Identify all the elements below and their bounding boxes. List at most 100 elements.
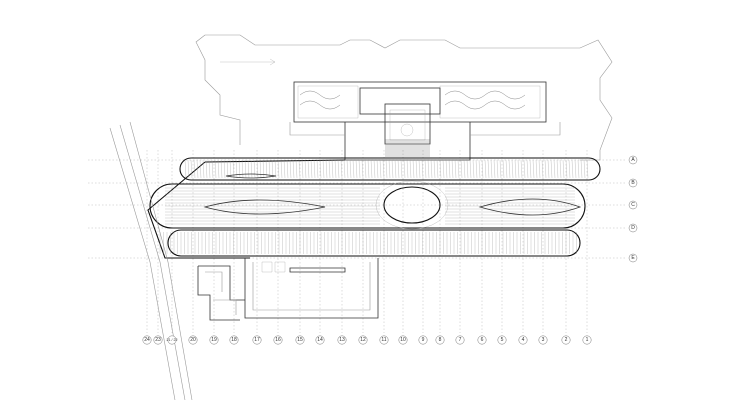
vault-hatch [430, 159, 433, 179]
vault-hatch [274, 159, 277, 179]
vault-hatch [556, 159, 559, 179]
vault-hatch [301, 159, 304, 179]
vault-hatch [433, 159, 436, 179]
vault-hatch [337, 159, 340, 179]
vault-hatch [280, 159, 283, 179]
column-axis-bubble: 16 [273, 335, 283, 345]
row-axis-bubble: E [628, 253, 638, 263]
vault-hatch [523, 159, 526, 179]
column-axis-label: 2 [565, 337, 568, 343]
vault-hatch [250, 159, 253, 179]
vault-hatch [586, 159, 589, 179]
column-axis-label: 8 [439, 337, 442, 343]
vault-hatch [457, 159, 460, 179]
column-axis-label: 18 [231, 337, 237, 343]
vault-hatch [289, 159, 292, 179]
column-axis-bubble: 18 [229, 335, 239, 345]
vault-hatch [517, 159, 520, 179]
vault-hatch [487, 159, 490, 179]
column-axis-label: 9 [422, 337, 425, 343]
column-axis-label: 3 [542, 337, 545, 343]
row-axis-bubble: C [628, 200, 638, 210]
vault-hatch [205, 159, 208, 179]
row-axis-bubble: A [628, 155, 638, 165]
column-axis-bubble: 11 [379, 335, 389, 345]
column-axis-label: 7 [459, 337, 462, 343]
vault-hatch [310, 159, 313, 179]
vault-hatch [196, 159, 199, 179]
vault-hatch [340, 159, 343, 179]
vault-hatch [538, 159, 541, 179]
vault-hatch [316, 159, 319, 179]
vault-hatch [502, 159, 505, 179]
column-axis-bubble: 21 / 22 [167, 335, 178, 345]
vault-hatch [259, 159, 262, 179]
vault-hatch [217, 159, 220, 179]
vault-hatch [397, 159, 400, 179]
vault-hatch [436, 159, 439, 179]
column-axis-bubble: 13 [337, 335, 347, 345]
column-axis-label: 23 [155, 337, 161, 343]
vault-hatch [235, 159, 238, 179]
vault-hatch [535, 159, 538, 179]
vault-hatch [319, 159, 322, 179]
column-axis-bubble: 10 [398, 335, 408, 345]
column-axis-bubble: 6 [477, 335, 487, 345]
vault-hatch [220, 159, 223, 179]
vault-hatch [307, 159, 310, 179]
vault-hatch [484, 159, 487, 179]
vault-hatch [547, 159, 550, 179]
vault-hatch [544, 159, 547, 179]
vault-hatch [463, 159, 466, 179]
vault-hatch [370, 159, 373, 179]
vault-hatch [211, 159, 214, 179]
vault-hatch [532, 159, 535, 179]
vault-hatch [505, 159, 508, 179]
vault-hatch [184, 159, 187, 179]
column-axis-bubble: 7 [455, 335, 465, 345]
vault-hatch [400, 159, 403, 179]
vault-hatch [475, 159, 478, 179]
vault-hatch [412, 159, 415, 179]
vault-hatch [568, 159, 571, 179]
vault-hatch [199, 159, 202, 179]
column-axis-bubble: 24 [142, 335, 152, 345]
vault-hatch [454, 159, 457, 179]
vault-hatch [394, 159, 397, 179]
column-axis-bubble: 14 [315, 335, 325, 345]
vault-hatch [379, 159, 382, 179]
vault-hatch [187, 159, 190, 179]
vault-hatch [283, 159, 286, 179]
vault-hatch [571, 159, 574, 179]
column-axis-label: 12 [360, 337, 366, 343]
central-stair-block [289, 122, 561, 161]
column-axis-label: 10 [400, 337, 406, 343]
vault-hatch [520, 159, 523, 179]
vault-hatch [271, 159, 274, 179]
vault-hatch [364, 159, 367, 179]
vault-hatch [373, 159, 376, 179]
vault-hatch [238, 159, 241, 179]
column-axis-bubble: 1 [582, 335, 592, 345]
row-axis-label: B [631, 180, 635, 186]
vault-hatch [466, 159, 469, 179]
column-axis-bubble: 4 [518, 335, 528, 345]
vault-hatch [553, 159, 556, 179]
row-axis-label: E [631, 255, 635, 261]
vault-hatch [388, 159, 391, 179]
vault-hatch [550, 159, 553, 179]
vault-hatch [382, 159, 385, 179]
vault-hatch [478, 159, 481, 179]
vault-hatch [313, 159, 316, 179]
vault-hatch [580, 159, 583, 179]
vault-hatch [469, 159, 472, 179]
vault-hatch [346, 159, 349, 179]
vault-hatch [490, 159, 493, 179]
vault-hatch [298, 159, 301, 179]
vault-hatch [391, 159, 394, 179]
vault-hatch [508, 159, 511, 179]
column-axis-bubble: 5 [497, 335, 507, 345]
vault-hatch [577, 159, 580, 179]
vault-hatch [241, 159, 244, 179]
